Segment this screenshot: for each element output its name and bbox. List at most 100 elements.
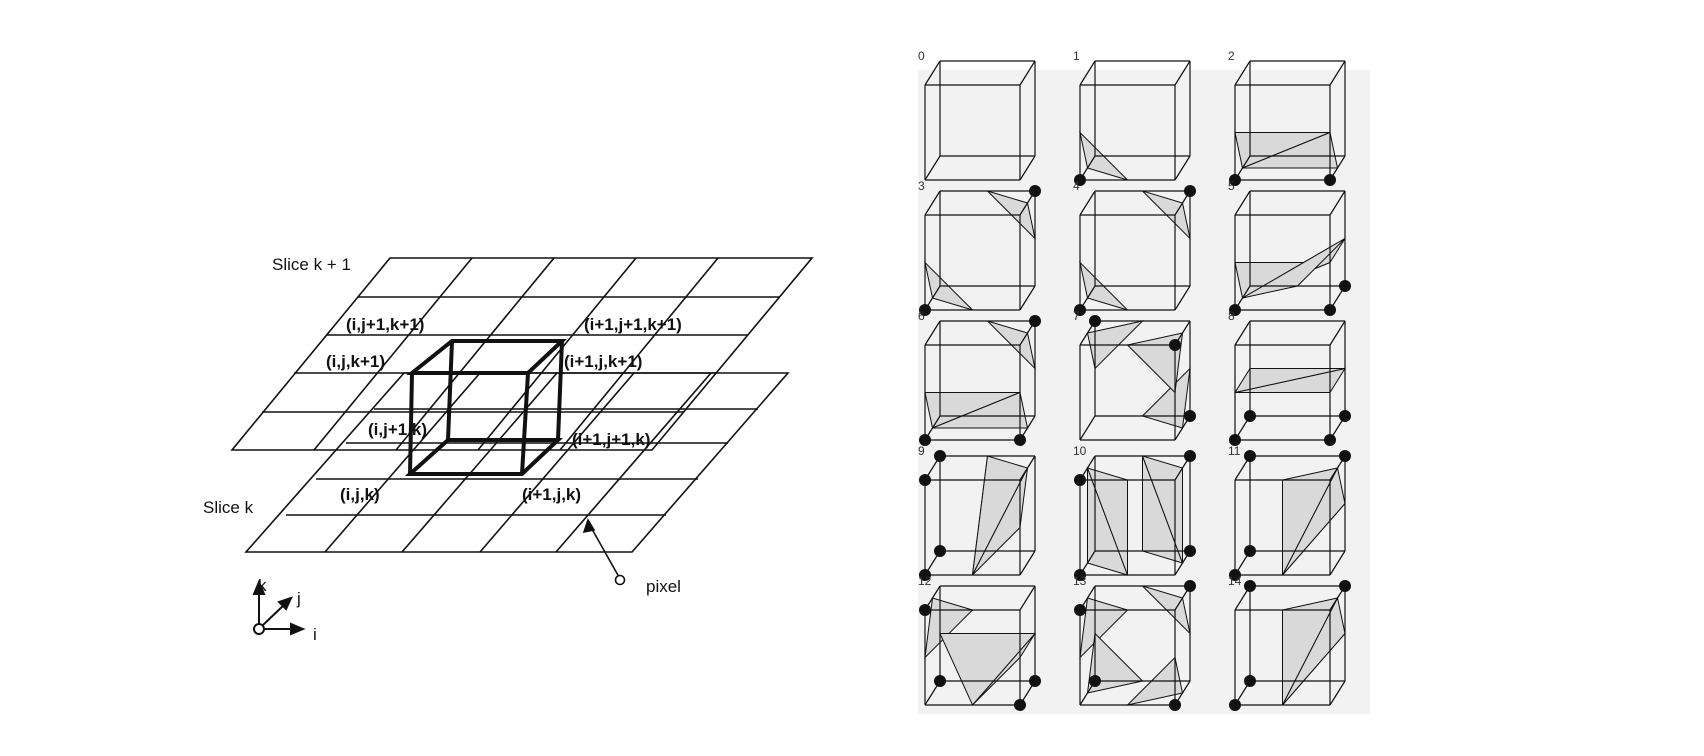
slice-upper-label: Slice k + 1	[272, 255, 351, 274]
cube-edge	[1329, 680, 1346, 706]
slice-lower-label: Slice k	[203, 498, 254, 517]
inside-vertex-dot	[1339, 580, 1351, 592]
case-3-cube	[919, 185, 1041, 316]
inside-vertex-dot	[1229, 304, 1241, 316]
lower-slice-grid	[244, 372, 790, 553]
iso-triangle	[1242, 131, 1339, 169]
cube-edge	[1019, 155, 1036, 181]
axes-icon	[252, 579, 306, 636]
case-number-5: 5	[1228, 179, 1235, 193]
inside-vertex-dot	[1324, 434, 1336, 446]
pixel-pointer	[582, 518, 626, 586]
cube-edge	[1329, 60, 1346, 86]
iso-triangle	[1282, 467, 1339, 576]
inside-vertex-dot	[1074, 474, 1086, 486]
case-number-3: 3	[918, 179, 925, 193]
vertex-label-i1-j-k: (i+1,j,k)	[522, 485, 581, 504]
cube-edge	[1329, 320, 1346, 346]
upper-slice-grid	[230, 257, 814, 451]
inside-vertex-dot	[1029, 675, 1041, 687]
vertex-label-i-j1-k1: (i,j+1,k+1)	[346, 315, 424, 334]
inside-vertex-dot	[934, 545, 946, 557]
iso-triangle	[1282, 597, 1339, 706]
case-9-cube	[919, 450, 1036, 581]
cube-edge	[1329, 190, 1346, 216]
iso-triangle	[1086, 467, 1128, 576]
inside-vertex-dot	[1029, 315, 1041, 327]
inside-vertex-dot	[1339, 410, 1351, 422]
case-2-cube	[1229, 60, 1346, 186]
case-6-cube	[919, 315, 1041, 446]
voxel-cube	[404, 339, 568, 476]
case-number-13: 13	[1073, 574, 1087, 588]
iso-triangle	[1141, 367, 1191, 429]
vertex-label-i1-j-k1: (i+1,j,k+1)	[564, 352, 642, 371]
case-number-0: 0	[918, 49, 925, 63]
case-4-cube	[1074, 185, 1196, 316]
inside-vertex-dot	[1229, 569, 1241, 581]
case-8-cube	[1229, 320, 1351, 446]
vertex-label-i-j-k1: (i,j,k+1)	[326, 352, 385, 371]
inside-vertex-dot	[1184, 580, 1196, 592]
case-number-4: 4	[1073, 179, 1080, 193]
inside-vertex-dot	[1324, 304, 1336, 316]
inside-vertex-dot	[1229, 174, 1241, 186]
cube-edge	[924, 320, 941, 346]
cube-edge	[1174, 285, 1191, 311]
inside-vertex-dot	[1089, 315, 1101, 327]
inside-vertex-dot	[1229, 434, 1241, 446]
case-14-cube	[1229, 580, 1351, 711]
cube-edge	[1174, 60, 1191, 86]
inside-vertex-dot	[1089, 675, 1101, 687]
cube-edge	[1019, 60, 1036, 86]
iso-triangle	[939, 633, 1037, 706]
axis-k-label: k	[258, 576, 267, 595]
vertex-label-i-j1-k: (i,j+1,k)	[368, 420, 427, 439]
inside-vertex-dot	[1244, 580, 1256, 592]
inside-vertex-dot	[919, 474, 931, 486]
inside-vertex-dot	[934, 450, 946, 462]
inside-vertex-dot	[1184, 450, 1196, 462]
inside-vertex-dot	[1184, 185, 1196, 197]
case-7-cube	[1079, 315, 1196, 441]
inside-vertex-dot	[1074, 604, 1086, 616]
cube-edge	[924, 60, 941, 86]
cube-edge	[1019, 285, 1036, 311]
cube-edge	[1234, 320, 1251, 346]
case-number-2: 2	[1228, 49, 1235, 63]
axis-i-label: i	[313, 625, 317, 644]
case-1-cube	[1074, 60, 1191, 186]
axis-j-label: j	[296, 589, 301, 608]
vertex-label-i-j-k: (i,j,k)	[340, 485, 380, 504]
case-number-7: 7	[1073, 309, 1080, 323]
case-number-14: 14	[1228, 574, 1242, 588]
case-number-11: 11	[1228, 444, 1241, 458]
cube-edge	[1019, 455, 1036, 481]
case-11-cube	[1229, 450, 1351, 581]
inside-vertex-dot	[919, 569, 931, 581]
case-number-10: 10	[1073, 444, 1087, 458]
iso-triangle	[1079, 597, 1129, 659]
inside-vertex-dot	[1184, 545, 1196, 557]
cube-edge	[1079, 190, 1096, 216]
inside-vertex-dot	[1074, 174, 1086, 186]
case-number-8: 8	[1228, 309, 1235, 323]
case-number-1: 1	[1073, 49, 1080, 63]
inside-vertex-dot	[1339, 280, 1351, 292]
inside-vertex-dot	[1324, 174, 1336, 186]
inside-vertex-dot	[1229, 699, 1241, 711]
inside-vertex-dot	[1244, 410, 1256, 422]
case-5-cube	[1229, 190, 1351, 316]
inside-vertex-dot	[1184, 410, 1196, 422]
inside-vertex-dot	[1244, 675, 1256, 687]
case-13-cube	[1074, 580, 1196, 711]
case-12-cube	[919, 585, 1041, 711]
inside-vertex-dot	[1014, 434, 1026, 446]
pixel-label: pixel	[646, 577, 681, 596]
inside-vertex-dot	[1244, 545, 1256, 557]
cube-edge	[924, 190, 941, 216]
case-number-6: 6	[918, 309, 925, 323]
case-number-9: 9	[918, 444, 925, 458]
